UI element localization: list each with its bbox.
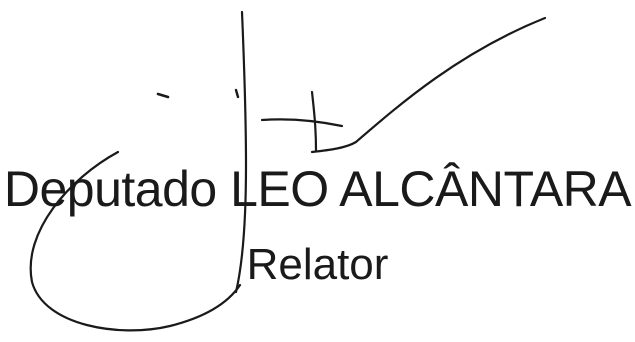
signatory-name: Deputado LEO ALCÂNTARA: [3, 161, 632, 217]
signature-stroke-dash: [156, 92, 170, 99]
signature-stroke-stem: [310, 90, 318, 152]
signature-stroke-tail: [310, 16, 547, 154]
signature-stroke-cross: [260, 118, 344, 128]
signature-stroke-tick: [234, 88, 240, 99]
signature-stroke-loop: [29, 150, 242, 332]
signatory-role: Relator: [246, 240, 389, 289]
signature-stroke-vertical: [234, 10, 248, 294]
